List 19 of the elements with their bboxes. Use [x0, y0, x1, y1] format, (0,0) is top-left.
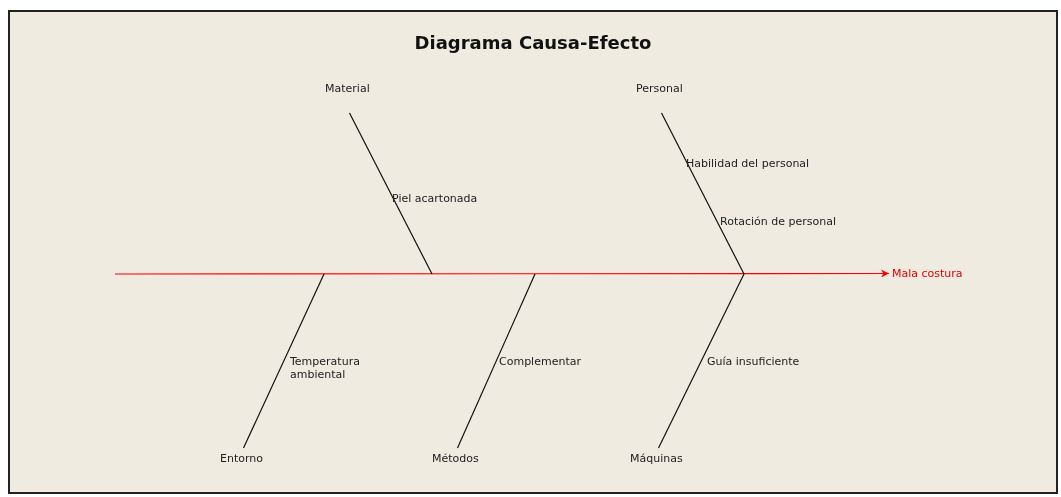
cause-label: Rotación de personal: [720, 215, 836, 228]
cause-label: Piel acartonada: [392, 192, 478, 205]
cause-label: Guía insuficiente: [707, 355, 800, 368]
bone-line: [242, 273, 325, 449]
category-label: Personal: [636, 82, 683, 95]
bone-line: [348, 112, 433, 275]
bone-line: [456, 273, 536, 449]
category-label: Material: [325, 82, 370, 95]
category-label: Máquinas: [630, 452, 683, 465]
cause-label: Complementar: [499, 355, 581, 368]
cause-label: Habilidad del personal: [686, 157, 810, 170]
category-label: Entorno: [220, 452, 263, 465]
cause-label: Temperatura ambiental: [290, 355, 361, 381]
bone-line: [660, 112, 745, 275]
effect-label: Mala costura: [892, 267, 963, 280]
category-label: Métodos: [432, 452, 479, 465]
diagram-title: Diagrama Causa-Efecto: [413, 32, 653, 53]
spine-arrow: [114, 269, 890, 278]
bone-line: [657, 273, 745, 449]
